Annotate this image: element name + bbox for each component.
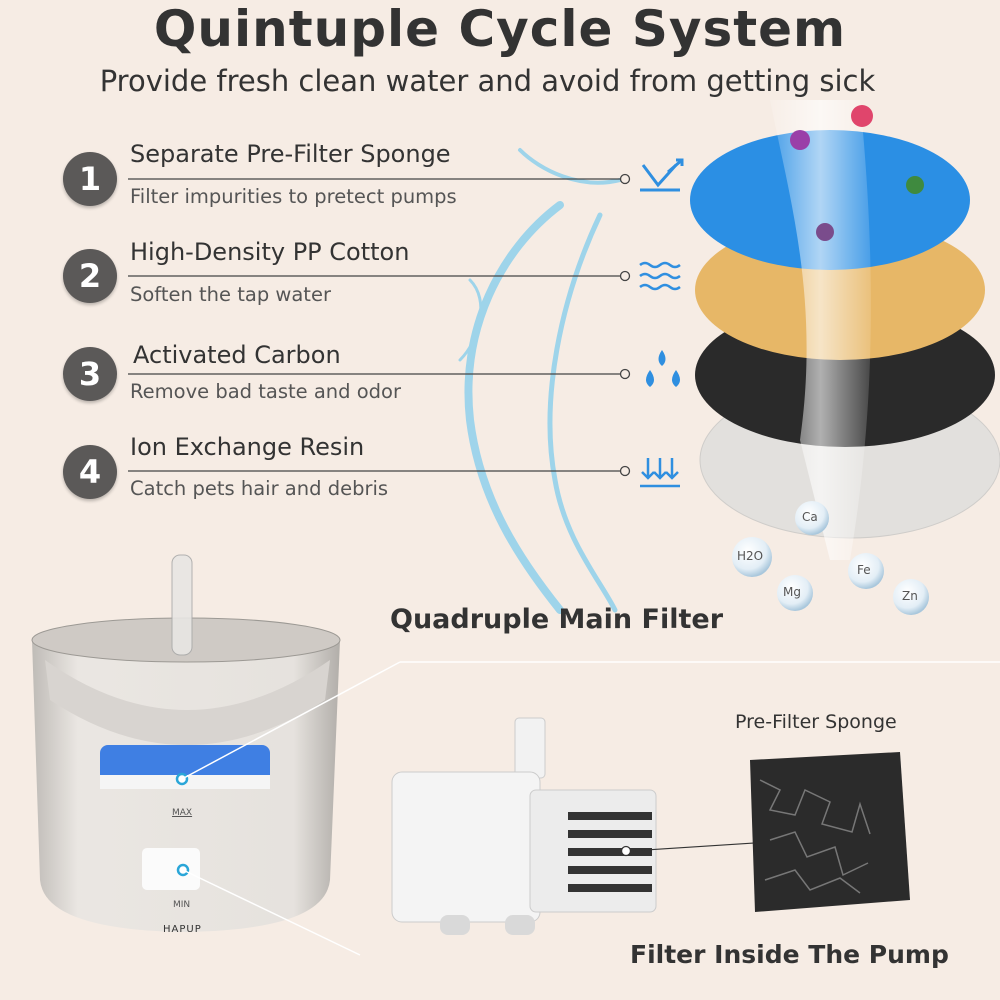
feature-connectors xyxy=(128,173,631,477)
feature-title: Separate Pre-Filter Sponge xyxy=(130,140,451,168)
feature-description: Soften the tap water xyxy=(130,283,331,306)
main-filter-label: Quadruple Main Filter xyxy=(390,604,724,635)
max-mark: MAX xyxy=(172,808,193,818)
pre-filter-label: Pre-Filter Sponge xyxy=(735,711,897,733)
feature-description: Filter impurities to pretect pumps xyxy=(130,185,457,208)
water-drops-icon xyxy=(646,350,680,387)
feature-number-badge: 3 xyxy=(63,347,117,401)
pre-filter-sponge-illustration xyxy=(750,752,910,912)
fountain-illustration xyxy=(31,554,1000,956)
min-mark: MIN xyxy=(173,900,191,910)
feature-title: Ion Exchange Resin xyxy=(130,433,365,461)
ion-label: Zn xyxy=(902,589,918,603)
ion-bubbles xyxy=(732,501,929,615)
pump-illustration xyxy=(391,717,771,935)
waves-icon xyxy=(639,261,681,291)
page-title: Quintuple Cycle System xyxy=(153,0,847,58)
ion-label: H2O xyxy=(737,549,764,563)
pump-filter-label: Filter Inside The Pump xyxy=(630,940,949,969)
feature-description: Remove bad taste and odor xyxy=(130,380,401,403)
ion-label: Fe xyxy=(857,563,871,577)
down-arrows-icon xyxy=(640,458,680,488)
filter-funnel-icon xyxy=(640,158,684,192)
feature-number-badge: 4 xyxy=(63,445,117,499)
feature-number-badge: 1 xyxy=(63,152,117,206)
quadruple-filter-stack xyxy=(690,100,1000,560)
water-splash xyxy=(458,148,622,614)
feature-number-badge: 2 xyxy=(63,249,117,303)
feature-description: Catch pets hair and debris xyxy=(130,477,389,500)
ion-label: Ca xyxy=(802,510,818,524)
page-subtitle: Provide fresh clean water and avoid from… xyxy=(99,64,876,98)
brand-logo: HAPUP xyxy=(163,924,202,935)
feature-title: High-Density PP Cotton xyxy=(130,238,410,266)
feature-title: Activated Carbon xyxy=(133,341,341,369)
ion-label: Mg xyxy=(783,585,801,599)
